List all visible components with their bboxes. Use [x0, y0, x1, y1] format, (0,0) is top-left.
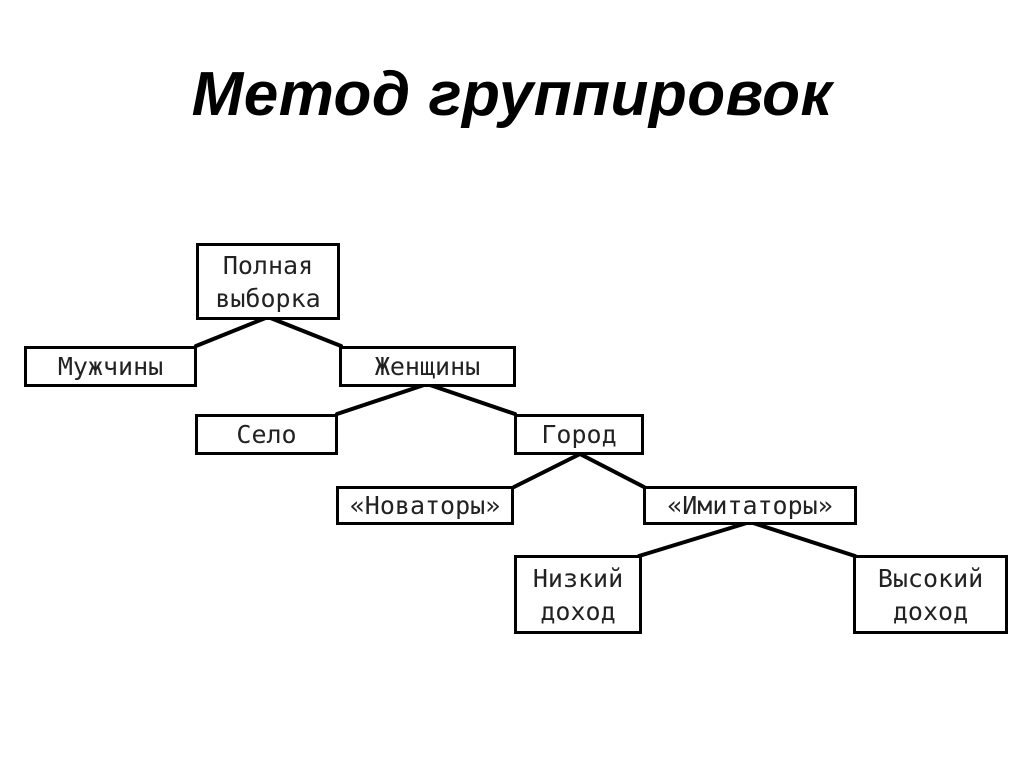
node-women: Женщины	[339, 346, 516, 387]
node-full-sample: Полная выборка	[196, 243, 340, 320]
node-low-income: Низкий доход	[514, 555, 642, 634]
node-village-label: Село	[236, 420, 297, 449]
node-high-income: Высокий доход	[853, 555, 1008, 634]
node-imitators: «Имитаторы»	[643, 486, 857, 525]
edge-women-city	[425, 382, 517, 416]
edge-root-women	[266, 315, 343, 348]
node-full-sample-label: Полная выборка	[215, 250, 321, 313]
edge-imitators-low	[637, 520, 752, 558]
node-low-income-label: Низкий доход	[532, 563, 624, 626]
node-innovators: «Новаторы»	[336, 486, 514, 525]
slide-title: Метод группировок	[191, 60, 833, 129]
node-imitators-label: «Имитаторы»	[667, 491, 833, 520]
edge-city-imitators	[578, 452, 646, 489]
node-men: Мужчины	[24, 346, 197, 387]
node-innovators-label: «Новаторы»	[349, 491, 501, 520]
node-women-label: Женщины	[374, 352, 481, 381]
node-men-label: Мужчины	[57, 352, 164, 381]
node-city: Город	[514, 414, 644, 455]
node-city-label: Город	[541, 420, 617, 449]
edge-women-village	[335, 382, 429, 416]
edge-city-innovators	[512, 452, 582, 489]
edge-root-men	[194, 315, 270, 348]
node-village: Село	[195, 414, 338, 455]
edge-imitators-high	[748, 520, 857, 558]
node-high-income-label: Высокий доход	[877, 563, 984, 626]
